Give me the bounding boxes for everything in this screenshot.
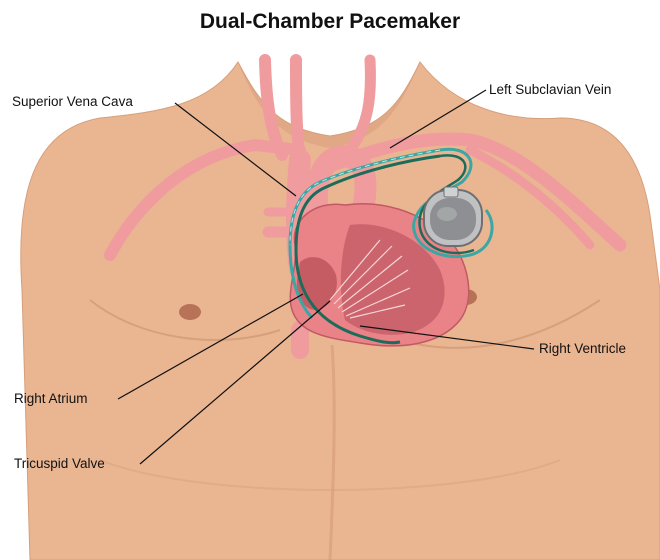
label-right-ventricle: Right Ventricle [539, 341, 626, 356]
label-right-atrium: Right Atrium [14, 391, 88, 406]
pacemaker-device [424, 187, 482, 246]
diagram-title: Dual-Chamber Pacemaker [0, 10, 660, 34]
vessel-jugular-right [296, 60, 300, 160]
label-superior-vena-cava: Superior Vena Cava [12, 94, 133, 109]
label-tricuspid-valve: Tricuspid Valve [14, 456, 105, 471]
nipple-left [179, 304, 201, 320]
label-left-subclavian-vein: Left Subclavian Vein [489, 82, 611, 97]
